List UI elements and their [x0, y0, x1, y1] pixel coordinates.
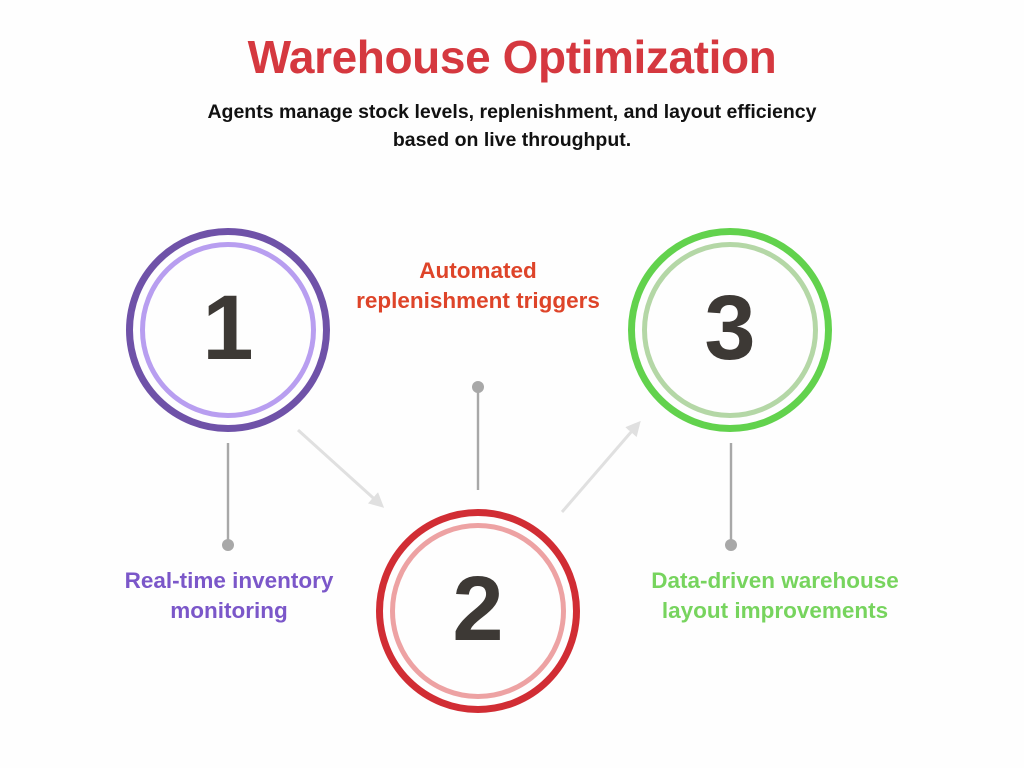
flow-arrow-2-to-3: [560, 420, 641, 513]
step-node-1[interactable]: 1: [126, 228, 330, 432]
page-subtitle: Agents manage stock levels, replenishmen…: [207, 100, 817, 151]
step-node-2[interactable]: 2: [376, 509, 580, 713]
step-1-inner-ring: [140, 242, 316, 418]
connector-dot-3: [725, 539, 737, 551]
step-1-outer-ring: [126, 228, 330, 432]
flow-arrow-1-to-2: [296, 428, 385, 508]
step-2-outer-ring: [376, 509, 580, 713]
step-3-caption: Data-driven warehouse layout improvement…: [651, 568, 899, 623]
step-3-inner-ring: [642, 242, 818, 418]
step-1-caption: Real-time inventory monitoring: [124, 568, 334, 623]
step-1-number: 1: [202, 277, 254, 379]
page-title: Warehouse Optimization: [247, 31, 777, 83]
step-2-inner-ring: [390, 523, 566, 699]
header: Warehouse Optimization Agents manage sto…: [0, 31, 1024, 154]
step-3-number: 3: [704, 277, 756, 379]
step-3-outer-ring: [628, 228, 832, 432]
connector-dot-2: [472, 381, 484, 393]
step-2-caption: Automated replenishment triggers: [356, 258, 600, 313]
step-2-number: 2: [452, 558, 504, 660]
connector-dot-1: [222, 539, 234, 551]
step-node-3[interactable]: 3: [628, 228, 832, 432]
